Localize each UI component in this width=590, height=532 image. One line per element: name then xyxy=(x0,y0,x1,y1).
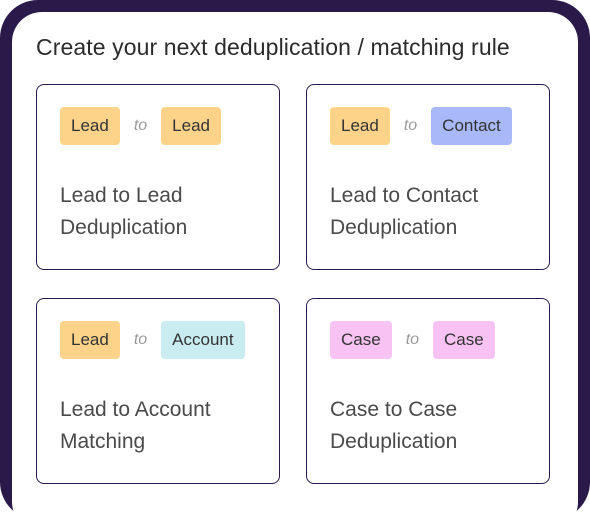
object-pair: Lead to Lead xyxy=(60,107,221,145)
rule-title-line: Matching xyxy=(60,430,146,453)
source-object-chip: Case xyxy=(330,321,392,359)
object-pair: Lead to Account xyxy=(60,321,245,359)
target-object-chip: Contact xyxy=(431,107,512,145)
connector-label: to xyxy=(133,331,148,348)
rule-title-line: Case to Case xyxy=(330,398,458,421)
rule-title-line: Lead to Account xyxy=(60,398,211,421)
connector-label: to xyxy=(405,331,420,348)
panel-heading: Create your next deduplication / matchin… xyxy=(36,34,510,60)
target-object-chip: Account xyxy=(161,321,245,359)
rule-card-lead-to-contact[interactable]: Lead to Contact Lead to Contact Deduplic… xyxy=(306,84,550,270)
rule-title-line: Deduplication xyxy=(330,216,458,239)
rule-card-case-to-case[interactable]: Case to Case Case to Case Deduplication xyxy=(306,298,550,484)
rule-title-line: Deduplication xyxy=(60,216,188,239)
rule-title-line: Lead to Lead xyxy=(60,184,183,207)
connector-label: to xyxy=(403,117,418,134)
target-object-chip: Case xyxy=(433,321,495,359)
source-object-chip: Lead xyxy=(60,321,120,359)
rule-card-lead-to-account[interactable]: Lead to Account Lead to Account Matching xyxy=(36,298,280,484)
rule-title: Lead to Account Matching xyxy=(60,394,270,458)
rule-title: Case to Case Deduplication xyxy=(330,394,540,458)
rule-card-lead-to-lead[interactable]: Lead to Lead Lead to Lead Deduplication xyxy=(36,84,280,270)
target-object-chip: Lead xyxy=(161,107,221,145)
rule-title-line: Deduplication xyxy=(330,430,458,453)
object-pair: Lead to Contact xyxy=(330,107,512,145)
rule-title: Lead to Lead Deduplication xyxy=(60,180,270,244)
page: Create your next deduplication / matchin… xyxy=(0,0,590,520)
rule-title: Lead to Contact Deduplication xyxy=(330,180,540,244)
connector-label: to xyxy=(133,117,148,134)
source-object-chip: Lead xyxy=(60,107,120,145)
object-pair: Case to Case xyxy=(330,321,495,359)
source-object-chip: Lead xyxy=(330,107,390,145)
rule-title-line: Lead to Contact xyxy=(330,184,479,207)
